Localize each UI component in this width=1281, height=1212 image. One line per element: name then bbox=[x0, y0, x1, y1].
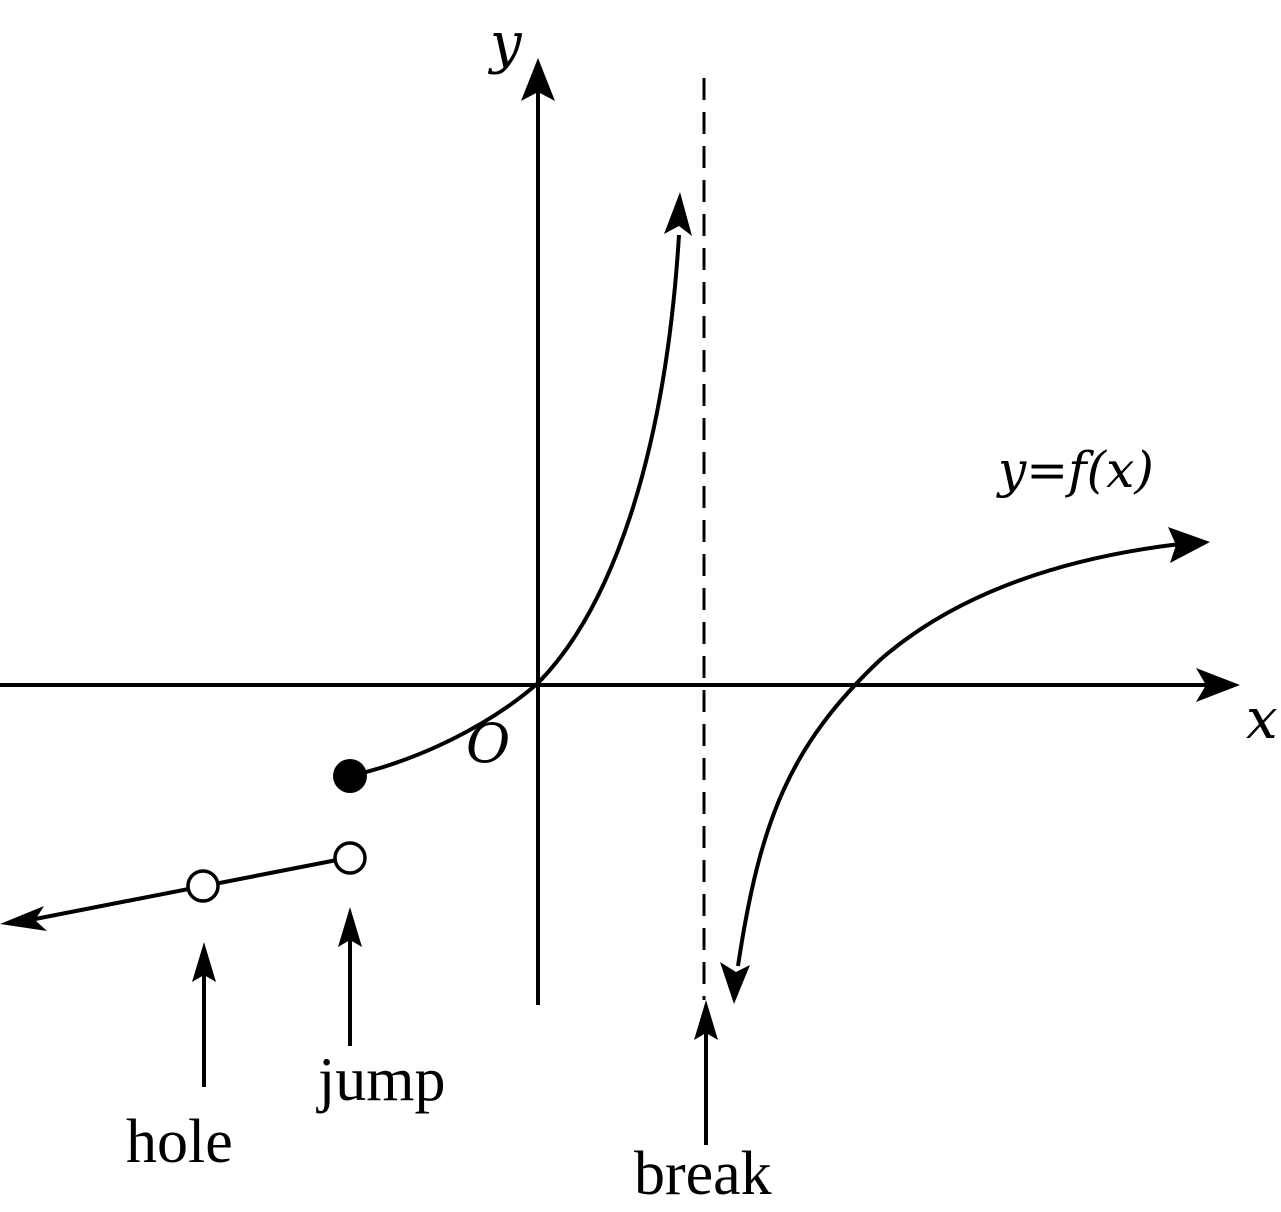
break-pointer-arrow bbox=[694, 1000, 718, 1145]
jump-label: jump bbox=[316, 1046, 445, 1114]
jump-open-circle bbox=[333, 841, 367, 875]
curve-right-branch bbox=[720, 527, 1210, 1004]
hole-pointer-arrow bbox=[192, 942, 216, 1087]
curve-left-branch bbox=[349, 192, 692, 778]
x-axis bbox=[0, 668, 1240, 702]
hole-label: hole bbox=[126, 1108, 233, 1176]
hole-open-circle bbox=[186, 869, 220, 903]
origin-label: O bbox=[466, 712, 510, 775]
y-axis-label: y bbox=[487, 11, 523, 76]
filled-endpoint-dot bbox=[333, 759, 367, 793]
break-label: break bbox=[634, 1140, 772, 1208]
y-axis bbox=[521, 58, 555, 1005]
function-label: y=f(x) bbox=[996, 441, 1154, 499]
left-ray-segment bbox=[0, 858, 338, 931]
jump-pointer-arrow bbox=[338, 907, 362, 1046]
x-axis-label: x bbox=[1246, 687, 1278, 752]
